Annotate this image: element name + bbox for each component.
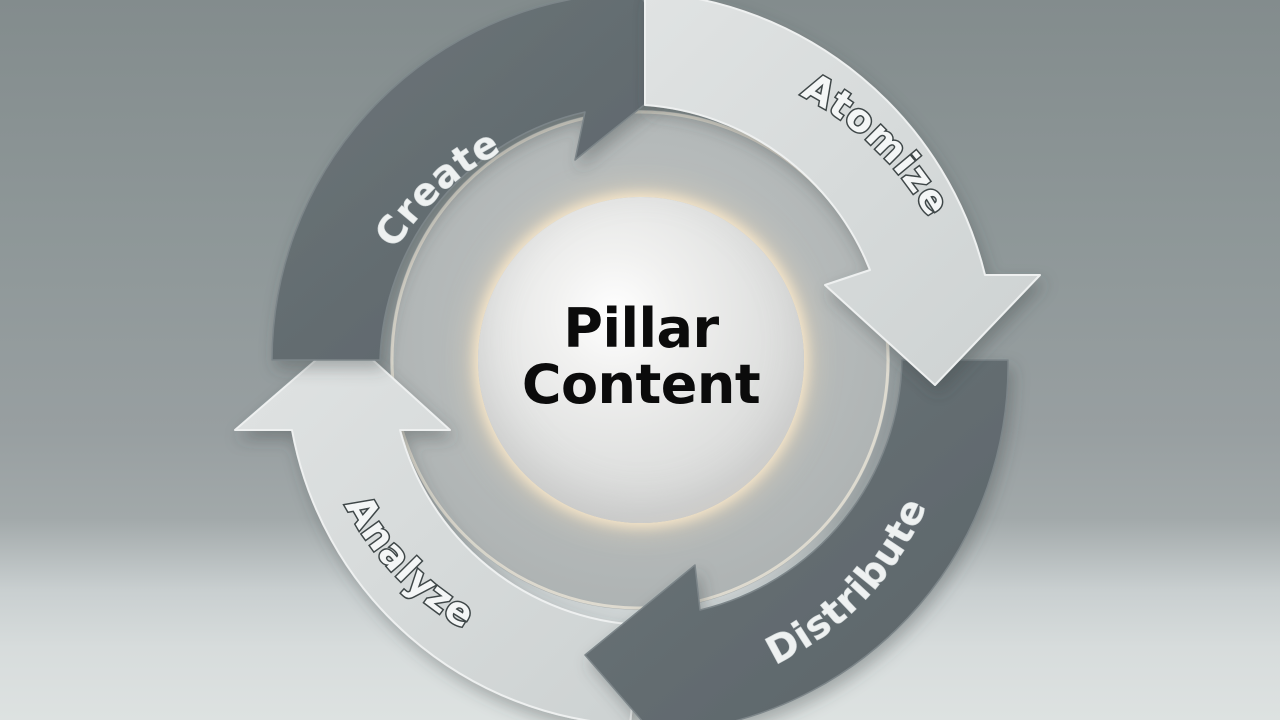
stage-analyze[interactable]	[234, 334, 641, 720]
inner-plate-rim	[390, 110, 890, 610]
atomize-arrow-icon	[644, 0, 1041, 386]
stage-distribute[interactable]	[584, 359, 1009, 720]
stage-create[interactable]	[271, 0, 689, 361]
analyze-arrow-icon	[234, 334, 641, 720]
create-arrow-icon	[271, 0, 689, 361]
center-title-line2: Content	[521, 353, 761, 416]
stage-atomize[interactable]	[644, 0, 1041, 386]
distribute-arrow-icon	[584, 359, 1009, 720]
center-title-line1: Pillar	[563, 297, 719, 360]
pillar-content-hub[interactable]: Pillar Content	[478, 197, 804, 523]
